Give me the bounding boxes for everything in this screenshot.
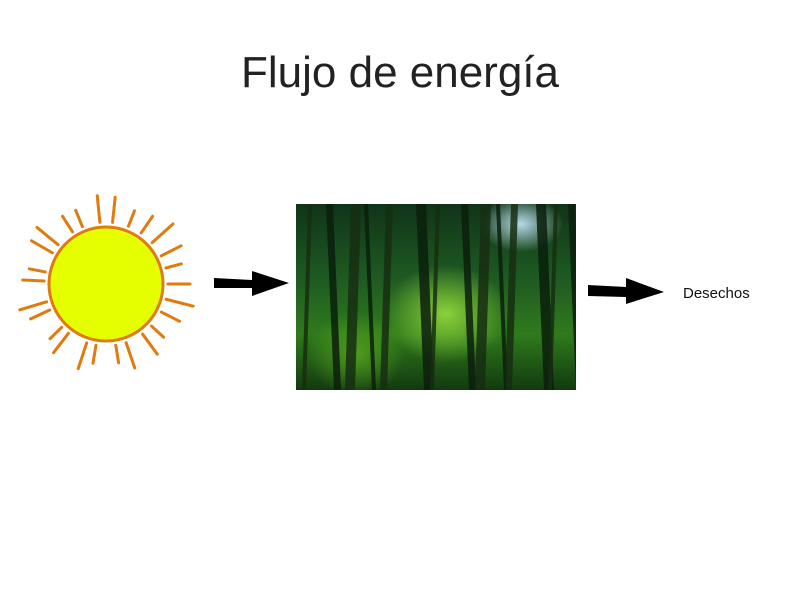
tree-trunk (364, 204, 376, 390)
tree-trunk (345, 204, 361, 390)
waste-label: Desechos (683, 285, 750, 302)
sun-ray (21, 278, 46, 283)
sun-ray (126, 209, 136, 228)
sun-ray (74, 208, 84, 229)
slide-title: Flujo de energía (241, 48, 559, 97)
sun-ray (18, 300, 49, 312)
sun-ray (114, 343, 121, 365)
sun-ray (35, 225, 60, 247)
sun-ray (111, 195, 117, 224)
sun-ray (124, 341, 137, 370)
sun-ray (164, 262, 183, 270)
tree-trunk (326, 204, 341, 390)
sun-ray (76, 341, 89, 371)
tree-trunk (496, 204, 508, 390)
sun-ray (29, 308, 52, 321)
tree-trunk (548, 204, 558, 390)
sun-ray (27, 267, 47, 274)
sun-ray (61, 214, 75, 234)
sun-ray (91, 343, 98, 365)
tree-trunk (430, 204, 440, 390)
sun-ray (48, 325, 64, 341)
sun-icon (18, 194, 195, 371)
tree-trunk (475, 204, 491, 390)
sun-ray (141, 332, 159, 356)
tree-trunk (416, 204, 434, 390)
arrow-sun-to-forest (214, 271, 289, 296)
sun-ray (52, 331, 70, 355)
sun-ray (159, 310, 182, 323)
sun-ray (150, 324, 166, 339)
sun-ray (95, 194, 102, 224)
tree-trunk (380, 204, 393, 390)
sun-ray (164, 297, 195, 308)
sun-ray (29, 239, 54, 255)
tree-trunk (461, 204, 476, 390)
sun-ray (139, 214, 155, 235)
tree-trunk (568, 204, 576, 390)
forest-image (296, 204, 576, 390)
sun-ray (150, 222, 175, 245)
sun-ray (159, 244, 183, 258)
arrow-forest-to-waste (588, 278, 664, 304)
tree-trunk (302, 204, 312, 390)
tree-trunk (505, 204, 518, 390)
